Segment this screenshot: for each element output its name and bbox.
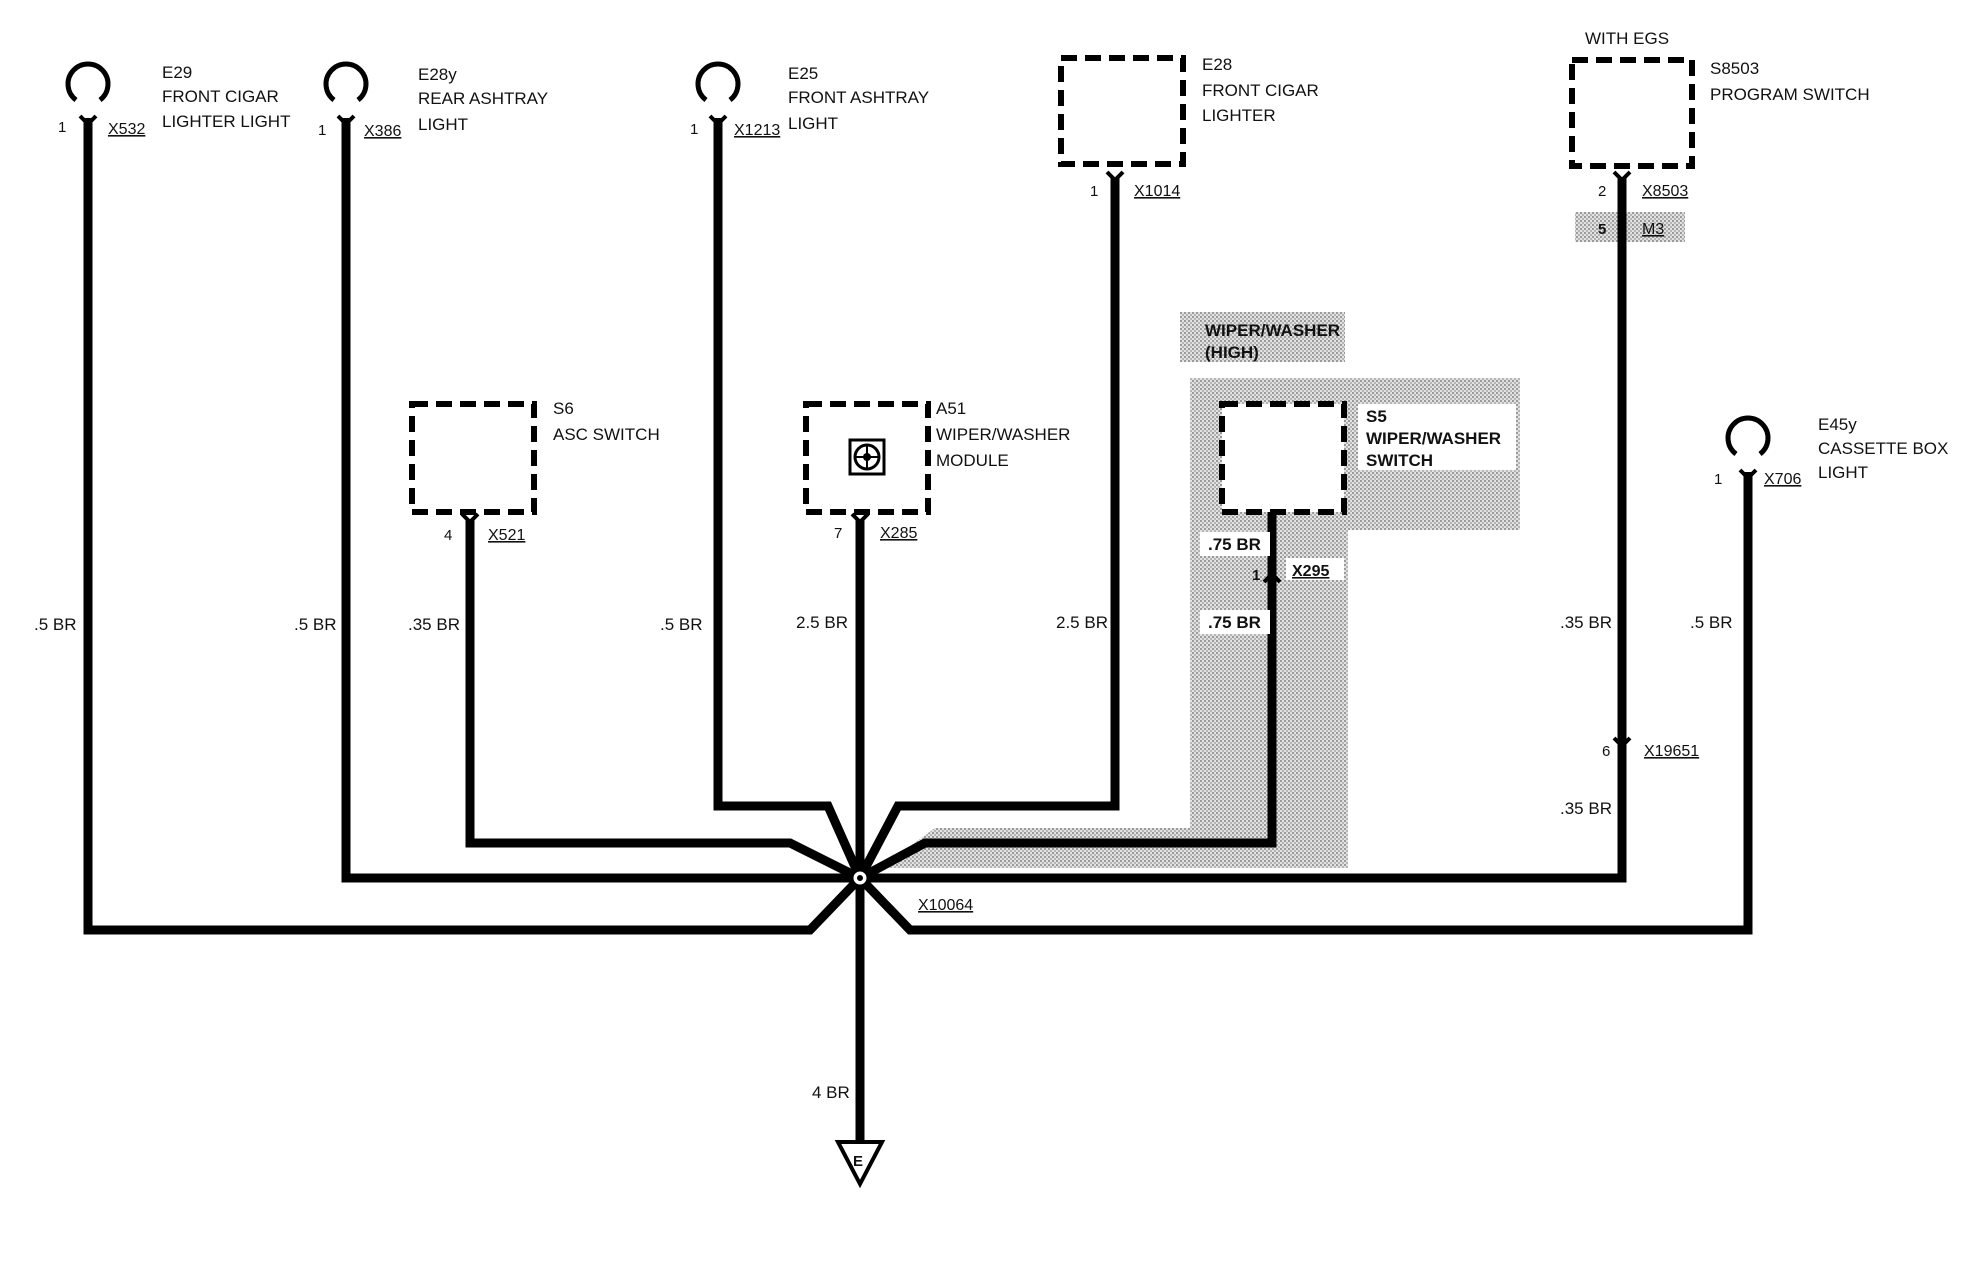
module-icon bbox=[848, 438, 886, 476]
e25-connector: X1213 bbox=[734, 122, 780, 139]
e45y-name-line2: LIGHT bbox=[1818, 463, 1868, 482]
ground-symbol: E bbox=[834, 1140, 886, 1189]
s8503-connector-lower: X19651 bbox=[1644, 743, 1699, 760]
e25-id: E25 bbox=[788, 64, 818, 83]
s5-wire-lower-label: .75 BR bbox=[1208, 613, 1261, 632]
e29-wire-label: .5 BR bbox=[34, 615, 77, 634]
wires bbox=[83, 118, 1753, 1142]
e45y-cassette-box-light: E45y CASSETTE BOX LIGHT 1 X706 .5 BR bbox=[1690, 415, 1948, 632]
e28-id: E28 bbox=[1202, 55, 1232, 74]
s8503-pin: 2 bbox=[1598, 183, 1606, 200]
e29-pin: 1 bbox=[58, 119, 66, 136]
s6-id: S6 bbox=[553, 399, 574, 418]
s5-pin: 1 bbox=[1252, 567, 1260, 584]
wire-s8503 bbox=[860, 178, 1627, 883]
e28y-connector: X386 bbox=[364, 123, 401, 140]
component-box bbox=[1569, 57, 1695, 169]
e28y-rear-ashtray-light: E28y REAR ASHTRAY LIGHT 1 X386 .5 BR bbox=[294, 61, 548, 634]
wire-e25 bbox=[713, 118, 865, 880]
splice-connector-label: X10064 bbox=[918, 897, 973, 914]
e28y-id: E28y bbox=[418, 65, 457, 84]
wire-e28 bbox=[856, 178, 1120, 881]
e25-name-line1: FRONT ASHTRAY bbox=[788, 88, 929, 107]
e25-name-line2: LIGHT bbox=[788, 114, 838, 133]
e29-front-cigar-lighter-light: E29 FRONT CIGAR LIGHTER LIGHT 1 X532 .5 … bbox=[34, 61, 290, 634]
a51-pin: 7 bbox=[834, 525, 842, 542]
a51-id: A51 bbox=[936, 399, 966, 418]
component-box bbox=[1058, 55, 1186, 167]
e29-connector: X532 bbox=[108, 121, 145, 138]
a51-wiper-washer-module: A51 WIPER/WASHER MODULE 7 X285 2.5 BR bbox=[796, 399, 1070, 632]
s5-name-line2: SWITCH bbox=[1366, 451, 1433, 470]
e28-name-line2: LIGHTER bbox=[1202, 106, 1276, 125]
e25-pin: 1 bbox=[690, 121, 698, 138]
wire-s5 bbox=[857, 508, 1277, 882]
e28-name-line1: FRONT CIGAR bbox=[1202, 81, 1319, 100]
e25-wire-label: .5 BR bbox=[660, 615, 703, 634]
a51-name-line2: MODULE bbox=[936, 451, 1009, 470]
e29-name-line2: LIGHTER LIGHT bbox=[162, 112, 290, 131]
component-box bbox=[409, 401, 537, 515]
e28-pin: 1 bbox=[1090, 183, 1098, 200]
s5-connector: X295 bbox=[1292, 563, 1329, 580]
s5-name-line1: WIPER/WASHER bbox=[1366, 429, 1501, 448]
s6-connector: X521 bbox=[488, 527, 525, 544]
s5-wiper-washer-switch: WIPER/WASHER (HIGH) S5 WIPER/WASHER SWIT… bbox=[1200, 321, 1516, 634]
s8503-id: S8503 bbox=[1710, 59, 1759, 78]
lamp-icon bbox=[65, 61, 111, 102]
s8503-alt-pin: 5 bbox=[1598, 221, 1606, 238]
e29-name-line1: FRONT CIGAR bbox=[162, 87, 279, 106]
e25-front-ashtray-light: E25 FRONT ASHTRAY LIGHT 1 X1213 .5 BR bbox=[660, 61, 929, 634]
wire-e29 bbox=[83, 118, 864, 935]
s8503-wire-lower-label: .35 BR bbox=[1560, 799, 1612, 818]
s5-id: S5 bbox=[1366, 407, 1387, 426]
wire-e45y bbox=[856, 472, 1753, 935]
s5-wire-upper-label: .75 BR bbox=[1208, 535, 1261, 554]
wire-e28y bbox=[341, 118, 860, 883]
e45y-connector: X706 bbox=[1764, 471, 1801, 488]
e29-id: E29 bbox=[162, 63, 192, 82]
s6-wire-label: .35 BR bbox=[408, 615, 460, 634]
s8503-alt-connector: M3 bbox=[1642, 221, 1664, 238]
e45y-id: E45y bbox=[1818, 415, 1857, 434]
e45y-name-line1: CASSETTE BOX bbox=[1818, 439, 1948, 458]
e28y-name-line2: LIGHT bbox=[418, 115, 468, 134]
s8503-connector: X8503 bbox=[1642, 183, 1688, 200]
s8503-name-line1: PROGRAM SWITCH bbox=[1710, 85, 1870, 104]
e28-connector: X1014 bbox=[1134, 183, 1180, 200]
lamp-icon bbox=[323, 61, 369, 102]
ground-wire-label: 4 BR bbox=[812, 1083, 850, 1102]
s6-asc-switch: S6 ASC SWITCH 4 X521 .35 BR bbox=[408, 399, 660, 634]
a51-wire-label: 2.5 BR bbox=[796, 613, 848, 632]
lamp-icon bbox=[1725, 415, 1771, 456]
s5-group-line1: WIPER/WASHER bbox=[1205, 321, 1340, 340]
wire-s6 bbox=[465, 520, 863, 883]
a51-name-line1: WIPER/WASHER bbox=[936, 425, 1070, 444]
s6-name-line1: ASC SWITCH bbox=[553, 425, 660, 444]
e28y-pin: 1 bbox=[318, 122, 326, 139]
component-box bbox=[1219, 401, 1347, 515]
e28y-wire-label: .5 BR bbox=[294, 615, 337, 634]
e45y-pin: 1 bbox=[1714, 471, 1722, 488]
a51-connector: X285 bbox=[880, 525, 917, 542]
s8503-note: WITH EGS bbox=[1585, 29, 1669, 48]
ground-symbol-letter: E bbox=[853, 1153, 863, 1170]
highlight-region-wiper-high bbox=[880, 212, 1685, 868]
e28y-name-line1: REAR ASHTRAY bbox=[418, 89, 548, 108]
s5-group-line2: (HIGH) bbox=[1205, 343, 1259, 362]
e45y-wire-label: .5 BR bbox=[1690, 613, 1733, 632]
lamp-icon bbox=[695, 61, 741, 102]
s8503-pin-lower: 6 bbox=[1602, 743, 1610, 760]
s6-pin: 4 bbox=[444, 527, 452, 544]
component-box bbox=[803, 401, 931, 515]
s8503-wire-upper-label: .35 BR bbox=[1560, 613, 1612, 632]
s8503-program-switch: WITH EGS S8503 PROGRAM SWITCH 2 X8503 5 … bbox=[1560, 29, 1870, 818]
e28-wire-label: 2.5 BR bbox=[1056, 613, 1108, 632]
e28-front-cigar-lighter: E28 FRONT CIGAR LIGHTER 1 X1014 2.5 BR bbox=[1056, 55, 1319, 632]
